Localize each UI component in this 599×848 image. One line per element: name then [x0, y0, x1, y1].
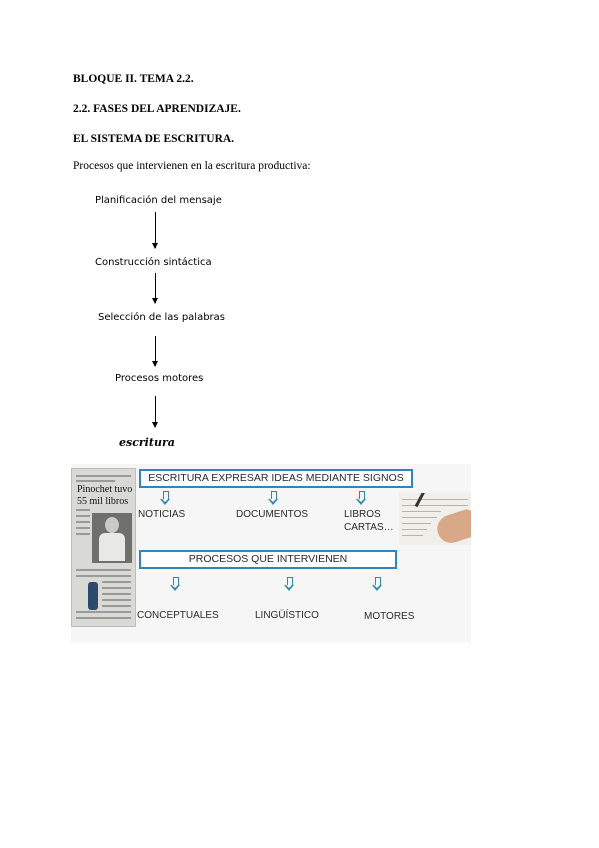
- down-arrow-icon: [356, 491, 366, 505]
- newspaper-figure: [88, 582, 98, 610]
- hand-icon: [433, 507, 471, 545]
- newspaper-image: Pinochet tuvo 55 mil libros: [71, 468, 136, 627]
- flow-step-planificacion: Planificación del mensaje: [95, 195, 222, 206]
- flow-step-seleccion: Selección de las palabras: [98, 312, 225, 323]
- intro-text: Procesos que intervienen en la escritura…: [73, 160, 311, 172]
- item-cartas: CARTAS…: [344, 522, 394, 533]
- procesos-box: PROCESOS QUE INTERVIENEN: [139, 550, 397, 569]
- escritura-box: ESCRITURA EXPRESAR IDEAS MEDIANTE SIGNOS: [139, 469, 413, 488]
- heading-sistema: EL SISTEMA DE ESCRITURA.: [73, 133, 235, 145]
- flow-step-motores: Procesos motores: [115, 373, 204, 384]
- flow-arrow-1: [152, 212, 158, 249]
- flow-arrow-2: [152, 273, 158, 304]
- heading-fases: 2.2. FASES DEL APRENDIZAJE.: [73, 103, 241, 115]
- down-arrow-icon: [160, 491, 170, 505]
- item-noticias: NOTICIAS: [138, 509, 186, 520]
- flow-arrow-4: [152, 396, 158, 428]
- item-motores: MOTORES: [364, 611, 415, 622]
- flow-result: escritura: [119, 436, 175, 449]
- newspaper-headline-2: 55 mil libros: [77, 496, 129, 507]
- flow-step-construccion: Construcción sintáctica: [95, 257, 212, 268]
- down-arrow-icon: [372, 577, 382, 591]
- item-libros: LIBROS: [344, 509, 381, 520]
- hand-writing-image: [399, 493, 471, 545]
- heading-bloque: BLOQUE II. TEMA 2.2.: [73, 73, 194, 85]
- flow-arrow-3: [152, 336, 158, 367]
- item-conceptuales: CONCEPTUALES: [137, 610, 219, 621]
- newspaper-photo: [92, 513, 132, 563]
- down-arrow-icon: [284, 577, 294, 591]
- newspaper-headline-1: Pinochet tuvo: [77, 484, 133, 495]
- item-linguistico: LINGÜÍSTICO: [255, 610, 319, 621]
- writing-graphic: Pinochet tuvo 55 mil libros ESCRITURA EX…: [71, 464, 471, 642]
- down-arrow-icon: [170, 577, 180, 591]
- item-documentos: DOCUMENTOS: [236, 509, 309, 520]
- down-arrow-icon: [268, 491, 278, 505]
